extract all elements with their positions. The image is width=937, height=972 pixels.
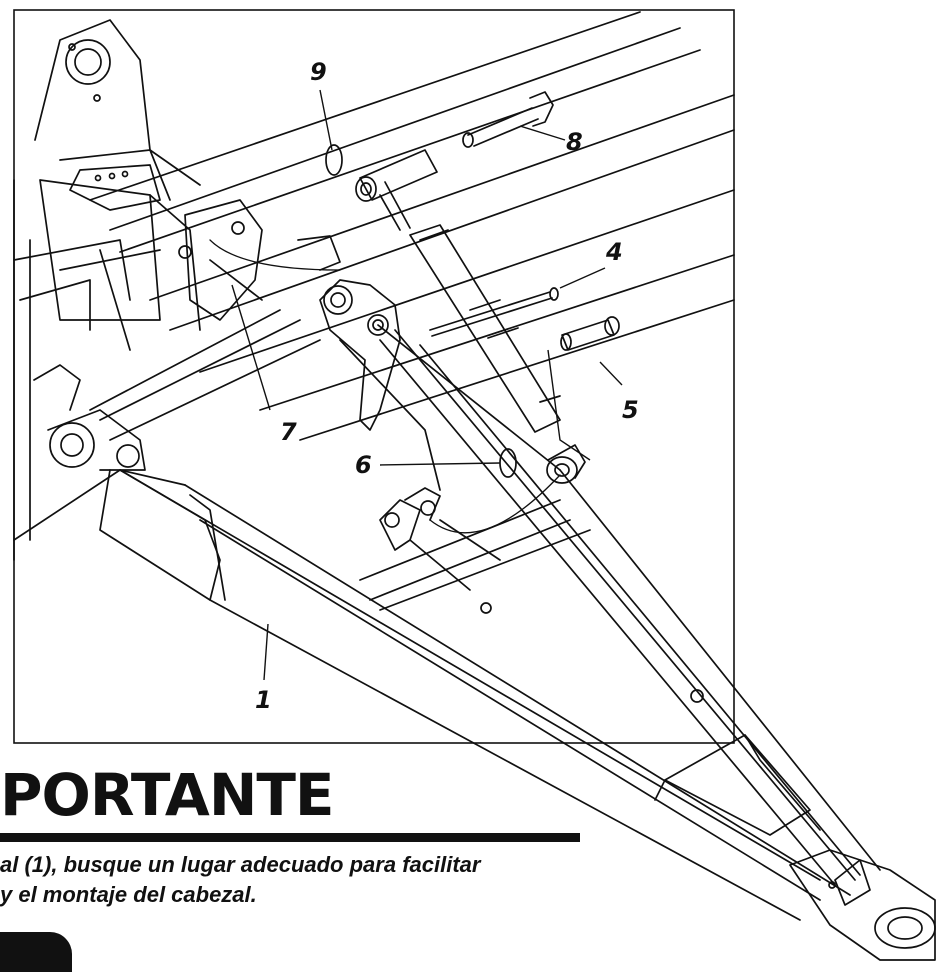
part-label-5: 5 [622, 396, 639, 424]
part-label-7: 7 [280, 418, 297, 446]
machine-drawing [13, 11, 936, 961]
part-label-6: 6 [355, 451, 372, 479]
important-heading: PORTANTE [0, 761, 335, 829]
instruction-line-2: y el montaje del cabezal. [0, 882, 257, 907]
part-label-9: 9 [310, 58, 327, 86]
part-labels: 9 8 4 5 7 6 1 [255, 58, 639, 714]
part-label-8: 8 [566, 128, 583, 156]
heading-underline [0, 833, 580, 842]
part-label-1: 1 [255, 686, 272, 714]
instruction-text: al (1), busque un lugar adecuado para fa… [0, 850, 600, 910]
page-tab [0, 932, 72, 972]
instruction-line-1: al (1), busque un lugar adecuado para fa… [0, 852, 481, 877]
part-label-4: 4 [605, 238, 623, 266]
leader-lines [231, 89, 623, 681]
